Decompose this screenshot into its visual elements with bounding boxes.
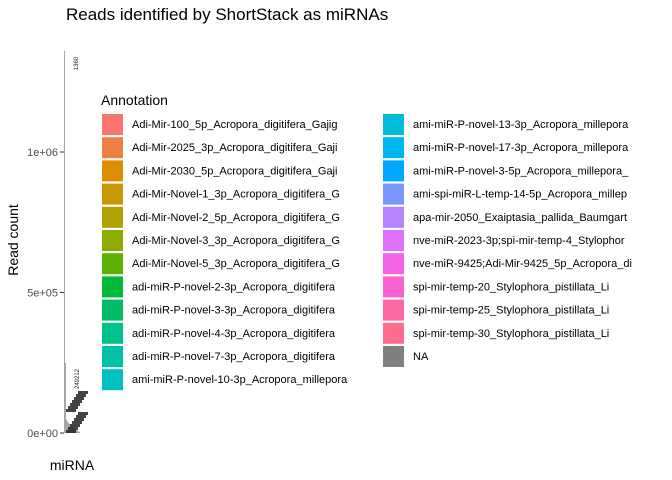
legend-swatch xyxy=(383,276,404,298)
legend-label: ami-miR-P-novel-10-3p_Acropora_millepora xyxy=(132,374,348,386)
legend-label: apa-mir-2050_Exaiptasia_pallida_Baumgart xyxy=(413,212,627,224)
y-tick-label: 0e+00 xyxy=(27,428,58,440)
legend-swatch xyxy=(383,346,404,367)
legend-label: Adi-Mir-Novel-3_3p_Acropora_digitifera_G xyxy=(132,235,340,247)
legend-swatch xyxy=(102,160,123,182)
legend-swatch xyxy=(102,369,123,391)
small-bar-label xyxy=(66,430,76,433)
legend-label: ami-miR-P-novel-13-3p_Acropora_millepora xyxy=(413,119,629,131)
small-bar-label xyxy=(78,412,88,415)
legend-swatch xyxy=(102,276,123,298)
legend-swatch xyxy=(383,206,404,228)
small-bar-label xyxy=(72,421,82,424)
bar xyxy=(66,419,67,433)
legend-label: adi-miR-P-novel-2-3p_Acropora_digitifera xyxy=(132,281,336,293)
small-bar-label xyxy=(78,391,88,394)
legend-swatch xyxy=(383,160,404,182)
y-axis-title: Read count xyxy=(5,204,21,276)
legend-swatch xyxy=(383,230,404,251)
small-bar-label xyxy=(76,415,86,418)
x-axis-title: miRNA xyxy=(50,457,95,473)
legend-swatch xyxy=(102,230,123,251)
y-tick-label: 1e+06 xyxy=(27,147,58,159)
bar-labels: 1360 249212 xyxy=(66,56,88,433)
legend-label: spi-mir-temp-25_Stylophora_pistillata_Li xyxy=(413,305,609,317)
legend-swatch xyxy=(383,114,404,135)
small-bar-label xyxy=(68,427,78,430)
legend-label: Adi-Mir-2030_5p_Acropora_digitifera_Gaji xyxy=(132,165,337,177)
small-bar-label xyxy=(70,424,80,427)
legend-swatch xyxy=(102,137,123,159)
legend-swatch xyxy=(102,114,123,135)
legend-label: ami-miR-P-novel-3-5p_Acropora_millepora_ xyxy=(413,165,629,177)
small-bar-label xyxy=(68,406,78,409)
legend-swatch xyxy=(102,253,123,275)
bar xyxy=(67,421,68,433)
legend-label: ami-miR-P-novel-17-3p_Acropora_millepora xyxy=(413,142,629,154)
legend-label: adi-miR-P-novel-7-3p_Acropora_digitifera xyxy=(132,351,336,363)
legend-swatch xyxy=(102,299,123,321)
legend-swatch xyxy=(102,322,123,344)
chart-title: Reads identified by ShortStack as miRNAs xyxy=(66,5,388,24)
legend-swatch xyxy=(102,206,123,228)
small-bar-label xyxy=(66,409,76,412)
bar xyxy=(77,430,78,433)
small-bar-label xyxy=(76,394,86,397)
legend-title: Annotation xyxy=(101,92,168,108)
y-axis: 0e+00 5e+05 1e+06 xyxy=(27,147,64,440)
legend-label: spi-mir-temp-20_Stylophora_pistillata_Li xyxy=(413,281,609,293)
legend-label: Adi-Mir-Novel-2_5p_Acropora_digitifera_G xyxy=(132,212,340,224)
small-bar-label xyxy=(70,403,80,406)
legend-label: Adi-Mir-2025_3p_Acropora_digitifera_Gaji xyxy=(132,142,337,154)
legend-label: NA xyxy=(413,351,429,363)
legend-swatch xyxy=(383,253,404,275)
bar-value-label: 1360 xyxy=(74,56,80,70)
bar xyxy=(65,362,66,433)
legend-label: spi-mir-temp-30_Stylophora_pistillata_Li xyxy=(413,328,609,340)
legend-label: Adi-Mir-100_5p_Acropora_digitifera_Gajig xyxy=(132,119,337,131)
legend-label: ami-spi-miR-L-temp-14-5p_Acropora_millep xyxy=(413,189,627,201)
legend-swatch xyxy=(383,299,404,321)
legend-swatch xyxy=(383,322,404,344)
bar-value-label: 249212 xyxy=(75,368,81,389)
y-tick-label: 5e+05 xyxy=(27,288,58,300)
small-bar-label xyxy=(74,397,84,400)
bar xyxy=(78,431,79,433)
legend-label: Adi-Mir-Novel-1_3p_Acropora_digitifera_G xyxy=(132,189,340,201)
legend-swatch xyxy=(383,137,404,159)
legend-swatch xyxy=(102,183,123,205)
legend-label: nve-miR-2023-3p;spi-mir-temp-4_Stylophor xyxy=(413,235,625,247)
legend-swatch xyxy=(102,346,123,367)
bar xyxy=(64,50,65,434)
bar xyxy=(76,430,77,433)
legend-label: Adi-Mir-Novel-5_3p_Acropora_digitifera_G xyxy=(132,258,340,270)
legend-label: adi-miR-P-novel-3-3p_Acropora_digitifera xyxy=(132,305,336,317)
legend-label: nve-miR-9425;Adi-Mir-9425_5p_Acropora_di xyxy=(413,258,632,270)
legend-swatch xyxy=(383,183,404,205)
small-bar-label xyxy=(72,400,82,403)
legend: Adi-Mir-100_5p_Acropora_digitifera_Gajig… xyxy=(102,114,632,391)
bar xyxy=(79,431,80,433)
legend-label: adi-miR-P-novel-4-3p_Acropora_digitifera xyxy=(132,328,336,340)
small-bar-label xyxy=(74,418,84,421)
